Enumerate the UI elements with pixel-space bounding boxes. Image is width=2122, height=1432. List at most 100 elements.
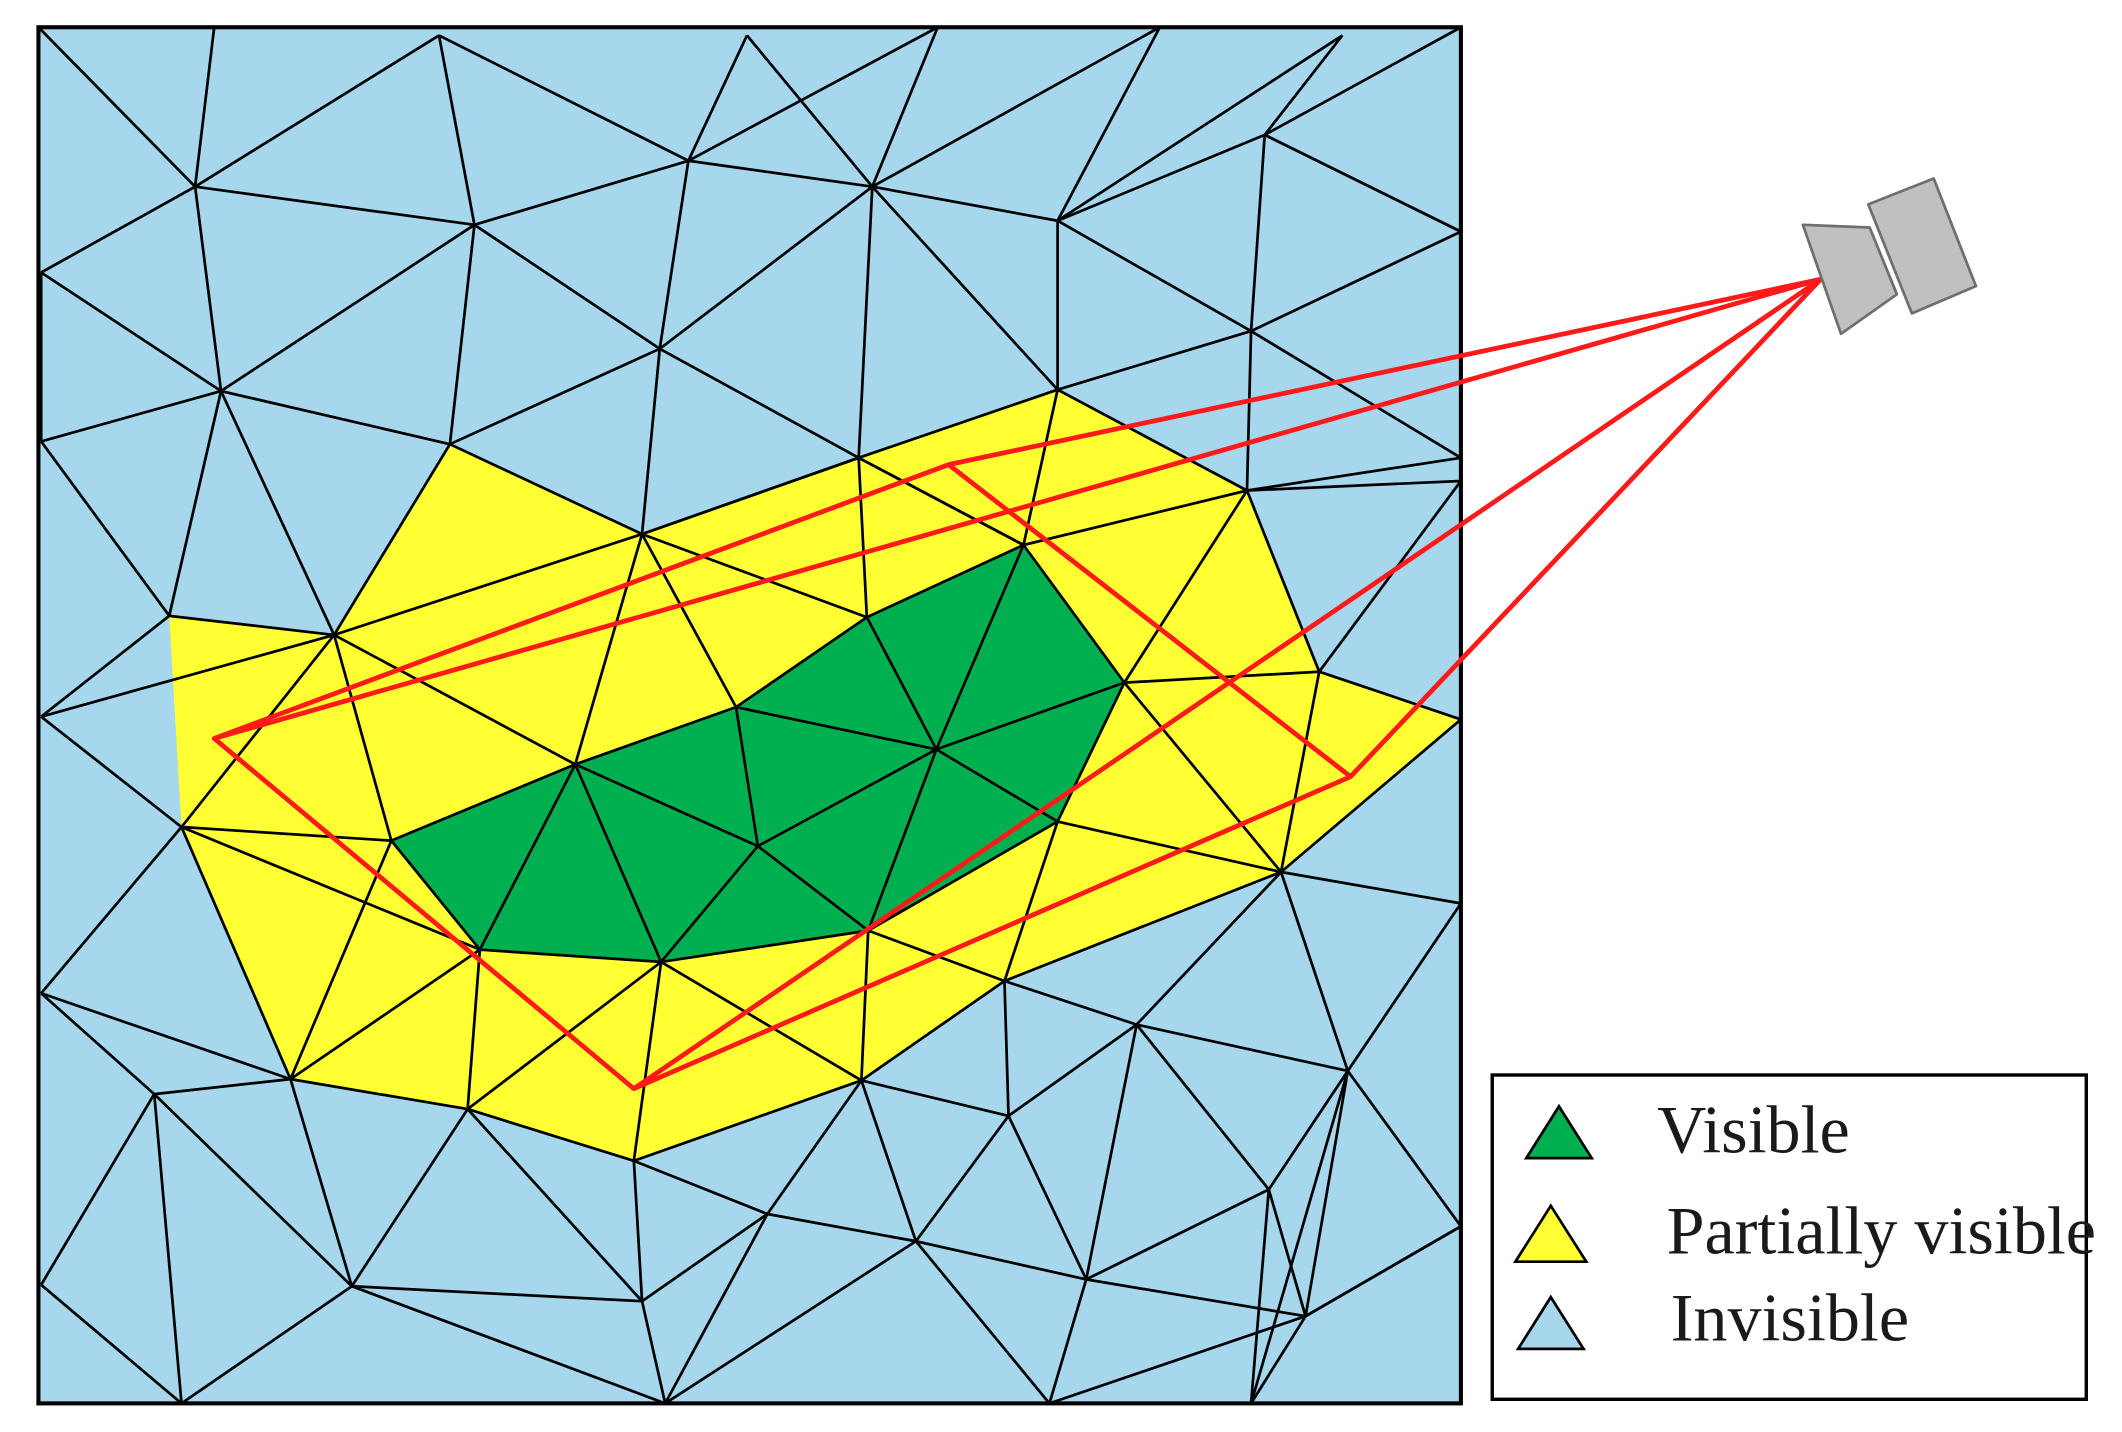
mesh-edge	[1245, 489, 1321, 673]
mesh-edge	[1135, 871, 1283, 1026]
mesh-edge	[1007, 1115, 1088, 1280]
mesh-edge	[290, 1077, 468, 1111]
mesh-edge	[390, 763, 576, 842]
mesh-edge	[914, 1240, 1051, 1405]
mesh-edge	[632, 961, 663, 1162]
mesh-edge	[466, 949, 482, 1110]
mesh-edge	[658, 160, 690, 350]
mesh-edge	[193, 186, 223, 392]
mesh-edge	[1003, 980, 1010, 1116]
mesh-edge	[1280, 870, 1462, 905]
legend-item-visible: Visible	[1523, 1092, 1850, 1168]
mesh-edge	[632, 1160, 644, 1302]
mesh-edge	[1304, 1225, 1462, 1318]
visible-region	[391, 545, 1125, 962]
mesh-edge	[1057, 329, 1252, 391]
mesh-edge	[857, 457, 869, 618]
camera-lens	[1801, 223, 1899, 336]
mesh-edge	[1136, 1023, 1349, 1073]
mesh-edge	[1084, 1024, 1138, 1280]
mesh-edge	[1056, 219, 1252, 333]
mesh-edge	[871, 26, 939, 188]
mesh-edge	[1022, 389, 1059, 546]
mesh-edge	[1056, 388, 1248, 492]
mesh-edge	[1264, 133, 1462, 233]
mesh-edge	[152, 1093, 183, 1404]
mesh-edge	[871, 185, 1059, 391]
mesh-edge	[866, 748, 938, 932]
mesh-edge	[735, 705, 937, 751]
mesh-edge	[37, 26, 197, 188]
mesh-edge	[194, 34, 440, 188]
frustum-ray	[213, 277, 1822, 741]
mesh-edge	[40, 389, 222, 443]
mesh-edge	[40, 1283, 183, 1405]
mesh-edge	[1023, 489, 1248, 547]
camera-frustum	[211, 276, 1823, 1092]
mesh-edge	[1004, 979, 1138, 1026]
mesh-edge	[153, 1093, 353, 1288]
mesh-edge	[40, 614, 171, 718]
mesh-edge	[40, 271, 222, 393]
mesh-edge	[478, 763, 577, 951]
mesh-edge	[734, 706, 760, 847]
mesh-edge	[861, 1079, 1009, 1118]
mesh-edge	[1056, 682, 1126, 823]
mesh-edge	[1085, 1188, 1270, 1281]
mesh-edge	[867, 820, 1059, 932]
mesh-edge	[466, 960, 662, 1111]
mesh-edge	[660, 845, 759, 963]
mesh-edge	[1250, 230, 1462, 333]
mesh-edge	[915, 1239, 1087, 1281]
mesh-edge	[573, 533, 644, 765]
mesh-edge	[935, 544, 1025, 750]
mesh-edge	[1057, 133, 1266, 222]
mesh-edge	[180, 825, 481, 951]
mesh-edge	[1346, 1070, 1462, 1228]
mesh-edge	[735, 616, 868, 709]
mesh-edge	[872, 185, 1058, 223]
mesh-edge	[687, 34, 749, 162]
mesh-edge	[1249, 1070, 1350, 1404]
mesh-edge	[633, 1159, 768, 1216]
mesh-edge	[351, 1284, 643, 1303]
mesh-edge	[860, 979, 1006, 1082]
mesh-edge	[473, 223, 661, 350]
frustum-ray	[632, 277, 1822, 1091]
mesh-edge	[332, 443, 452, 636]
mesh-edge	[641, 1212, 769, 1303]
mesh-edge	[1007, 1023, 1138, 1118]
mesh-edge	[1246, 456, 1462, 492]
mesh-edge	[180, 826, 292, 1080]
mesh-edge	[574, 763, 759, 848]
mesh-edge	[866, 543, 1025, 619]
mesh-edge	[1003, 870, 1282, 983]
mesh-edge	[858, 388, 1059, 460]
legend-item-partially-visible: Partially visible	[1512, 1193, 2096, 1269]
mesh-edge	[40, 992, 156, 1096]
legend-label-partially-visible: Partially visible	[1667, 1193, 2096, 1269]
mesh-edge	[1246, 479, 1461, 492]
mesh-edge	[39, 1093, 156, 1286]
mesh-edge	[664, 1240, 917, 1405]
mesh-edge	[467, 1107, 635, 1163]
mesh-edge	[860, 930, 870, 1081]
mesh-edge	[871, 26, 1161, 188]
mesh-edge	[437, 35, 476, 226]
mesh-edge	[289, 948, 481, 1081]
mesh-edge	[757, 845, 870, 932]
mesh-edge	[1279, 871, 1350, 1072]
mesh-edge	[574, 763, 663, 963]
mesh-edge	[40, 440, 171, 617]
mesh-edge	[332, 634, 393, 842]
mesh-edge	[767, 1212, 917, 1243]
mesh-edge	[860, 1080, 918, 1242]
mesh-edge	[1249, 134, 1267, 332]
mesh-edge	[658, 185, 874, 350]
mesh-frame	[36, 25, 1463, 1406]
mesh-edge	[1249, 1189, 1271, 1404]
mesh-edge	[449, 442, 643, 536]
mesh-edge	[350, 1108, 469, 1287]
mesh-edge	[1056, 26, 1161, 222]
